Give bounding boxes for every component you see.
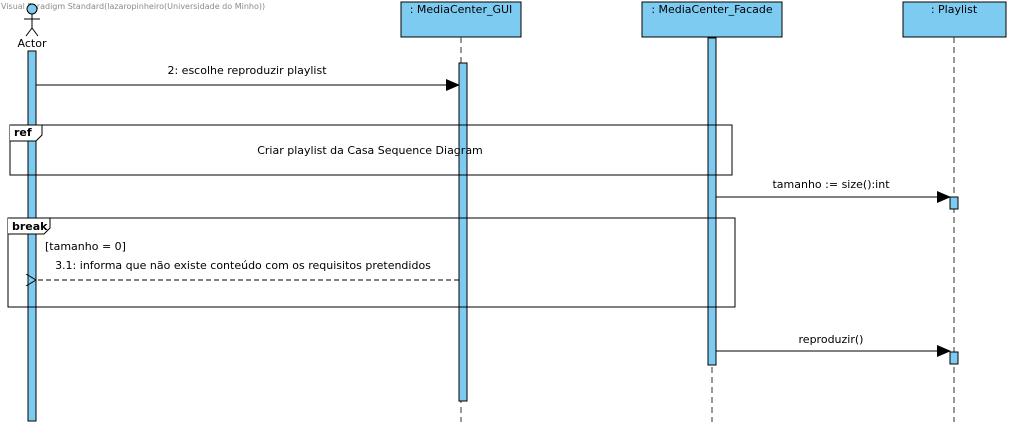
actor[interactable]: Actor (18, 3, 47, 50)
ref-fragment-frame (9, 124, 733, 176)
break-fragment-tab (8, 217, 51, 235)
lifeline-playlist-label: : Playlist (931, 3, 978, 16)
break-fragment[interactable]: break [tamanho = 0] (7, 217, 736, 308)
message-3-1[interactable]: 3.1: informa que não existe conteúdo com… (36, 259, 459, 280)
message-tamanho[interactable]: tamanho := size():int (716, 178, 951, 203)
message-2[interactable]: 2: escolhe reproduzir playlist (36, 64, 460, 91)
ref-fragment[interactable]: ref Criar playlist da Casa Sequence Diag… (9, 124, 733, 176)
lifeline-facade-head (641, 1, 783, 38)
message-tamanho-label: tamanho := size():int (772, 178, 890, 191)
activation-playlist-reproduzir (949, 351, 959, 365)
lifeline-gui[interactable]: : MediaCenter_GUI (400, 1, 522, 38)
lifeline-facade[interactable]: : MediaCenter_Facade (641, 1, 783, 38)
break-fragment-frame (7, 217, 736, 308)
watermark-text: Visual Paradigm Standard(lazaropinheiro(… (1, 2, 266, 11)
actor-label: Actor (18, 37, 47, 50)
break-guard: [tamanho = 0] (45, 240, 126, 253)
break-operator: break (12, 220, 48, 233)
lifeline-playlist[interactable]: : Playlist (902, 1, 1007, 38)
message-2-label: 2: escolhe reproduzir playlist (167, 64, 327, 77)
activation-gui (458, 62, 468, 402)
message-reproduzir-label: reproduzir() (799, 333, 864, 346)
ref-operator: ref (14, 126, 32, 139)
activation-playlist-size (949, 196, 959, 210)
ref-fragment-text: Criar playlist da Casa Sequence Diagram (257, 144, 483, 157)
ref-fragment-tab (10, 124, 43, 142)
lifeline-gui-head (400, 1, 522, 38)
lifeline-facade-label: : MediaCenter_Facade (651, 3, 773, 16)
lifeline-playlist-head (902, 1, 1007, 38)
message-reproduzir[interactable]: reproduzir() (716, 333, 951, 357)
lifeline-gui-label: : MediaCenter_GUI (410, 3, 513, 16)
actor-stick-figure-icon (24, 3, 40, 37)
activation-actor (27, 50, 37, 422)
activation-facade (707, 37, 717, 366)
message-3-1-label: 3.1: informa que não existe conteúdo com… (55, 259, 431, 272)
